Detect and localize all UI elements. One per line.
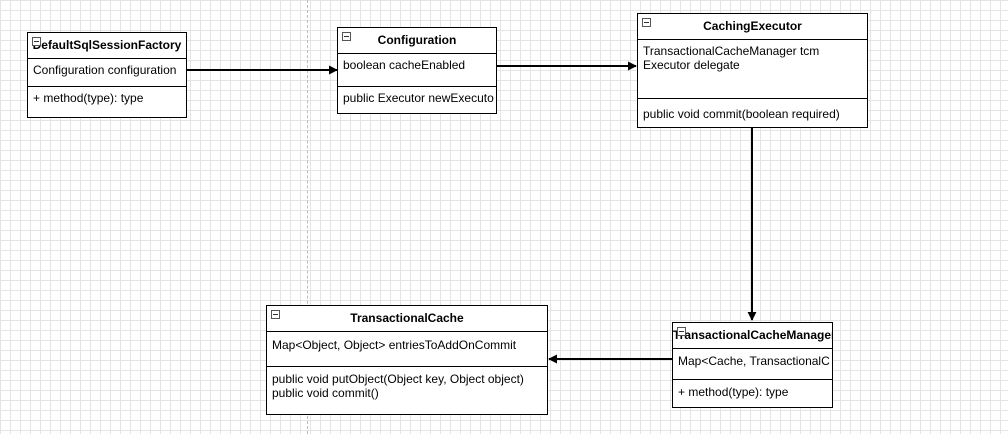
method: + method(type): type	[678, 385, 789, 399]
method: public void commit(boolean required)	[643, 107, 840, 121]
attribute: Map<Cache, TransactionalC	[678, 354, 830, 368]
attributes-section: boolean cacheEnabled	[338, 54, 496, 87]
class-name: CachingExecutor	[703, 19, 802, 33]
attribute: Configuration configuration	[33, 63, 177, 77]
attributes-section: Map<Object, Object> entriesToAddOnCommit	[267, 332, 547, 367]
class-name: DefaultSqlSessionFactory	[32, 38, 182, 52]
collapse-icon[interactable]	[642, 18, 651, 27]
class-header: CachingExecutor	[638, 14, 867, 40]
class-header: Configuration	[338, 28, 496, 54]
class-header: TransactionalCache	[267, 306, 547, 332]
methods-section: public Executor newExecuto	[338, 87, 496, 109]
methods-section: + method(type): type	[673, 380, 832, 403]
class-header: TransactionalCacheManager	[673, 323, 832, 349]
class-name: TransactionalCacheManager	[673, 328, 832, 342]
attribute: Executor delegate	[643, 58, 740, 72]
class-header: DefaultSqlSessionFactory	[28, 33, 186, 59]
class-name: TransactionalCache	[350, 311, 464, 325]
collapse-icon[interactable]	[677, 327, 686, 336]
attributes-section: Configuration configuration	[28, 59, 186, 87]
class-transactional-cache-manager[interactable]: TransactionalCacheManager Map<Cache, Tra…	[672, 322, 833, 408]
class-default-sql-session-factory[interactable]: DefaultSqlSessionFactory Configuration c…	[27, 32, 187, 118]
methods-section: public void putObject(Object key, Object…	[267, 367, 547, 404]
methods-section: public void commit(boolean required)	[638, 99, 867, 125]
method: public Executor newExecuto	[343, 91, 494, 105]
attributes-section: TransactionalCacheManager tcm Executor d…	[638, 40, 867, 99]
attributes-section: Map<Cache, TransactionalC	[673, 349, 832, 380]
class-caching-executor[interactable]: CachingExecutor TransactionalCacheManage…	[637, 13, 868, 128]
class-transactional-cache[interactable]: TransactionalCache Map<Object, Object> e…	[266, 305, 548, 415]
method: + method(type): type	[33, 91, 144, 105]
attribute: TransactionalCacheManager tcm	[643, 44, 820, 58]
attribute: Map<Object, Object> entriesToAddOnCommit	[272, 338, 517, 352]
attribute: boolean cacheEnabled	[343, 58, 466, 72]
collapse-icon[interactable]	[271, 310, 280, 319]
collapse-icon[interactable]	[32, 37, 41, 46]
method: public void putObject(Object key, Object…	[272, 372, 524, 386]
collapse-icon[interactable]	[342, 32, 351, 41]
page-divider-guide	[307, 0, 308, 434]
method: public void commit()	[272, 386, 379, 400]
class-configuration[interactable]: Configuration boolean cacheEnabled publi…	[337, 27, 497, 114]
class-name: Configuration	[377, 33, 457, 47]
methods-section: + method(type): type	[28, 87, 186, 109]
